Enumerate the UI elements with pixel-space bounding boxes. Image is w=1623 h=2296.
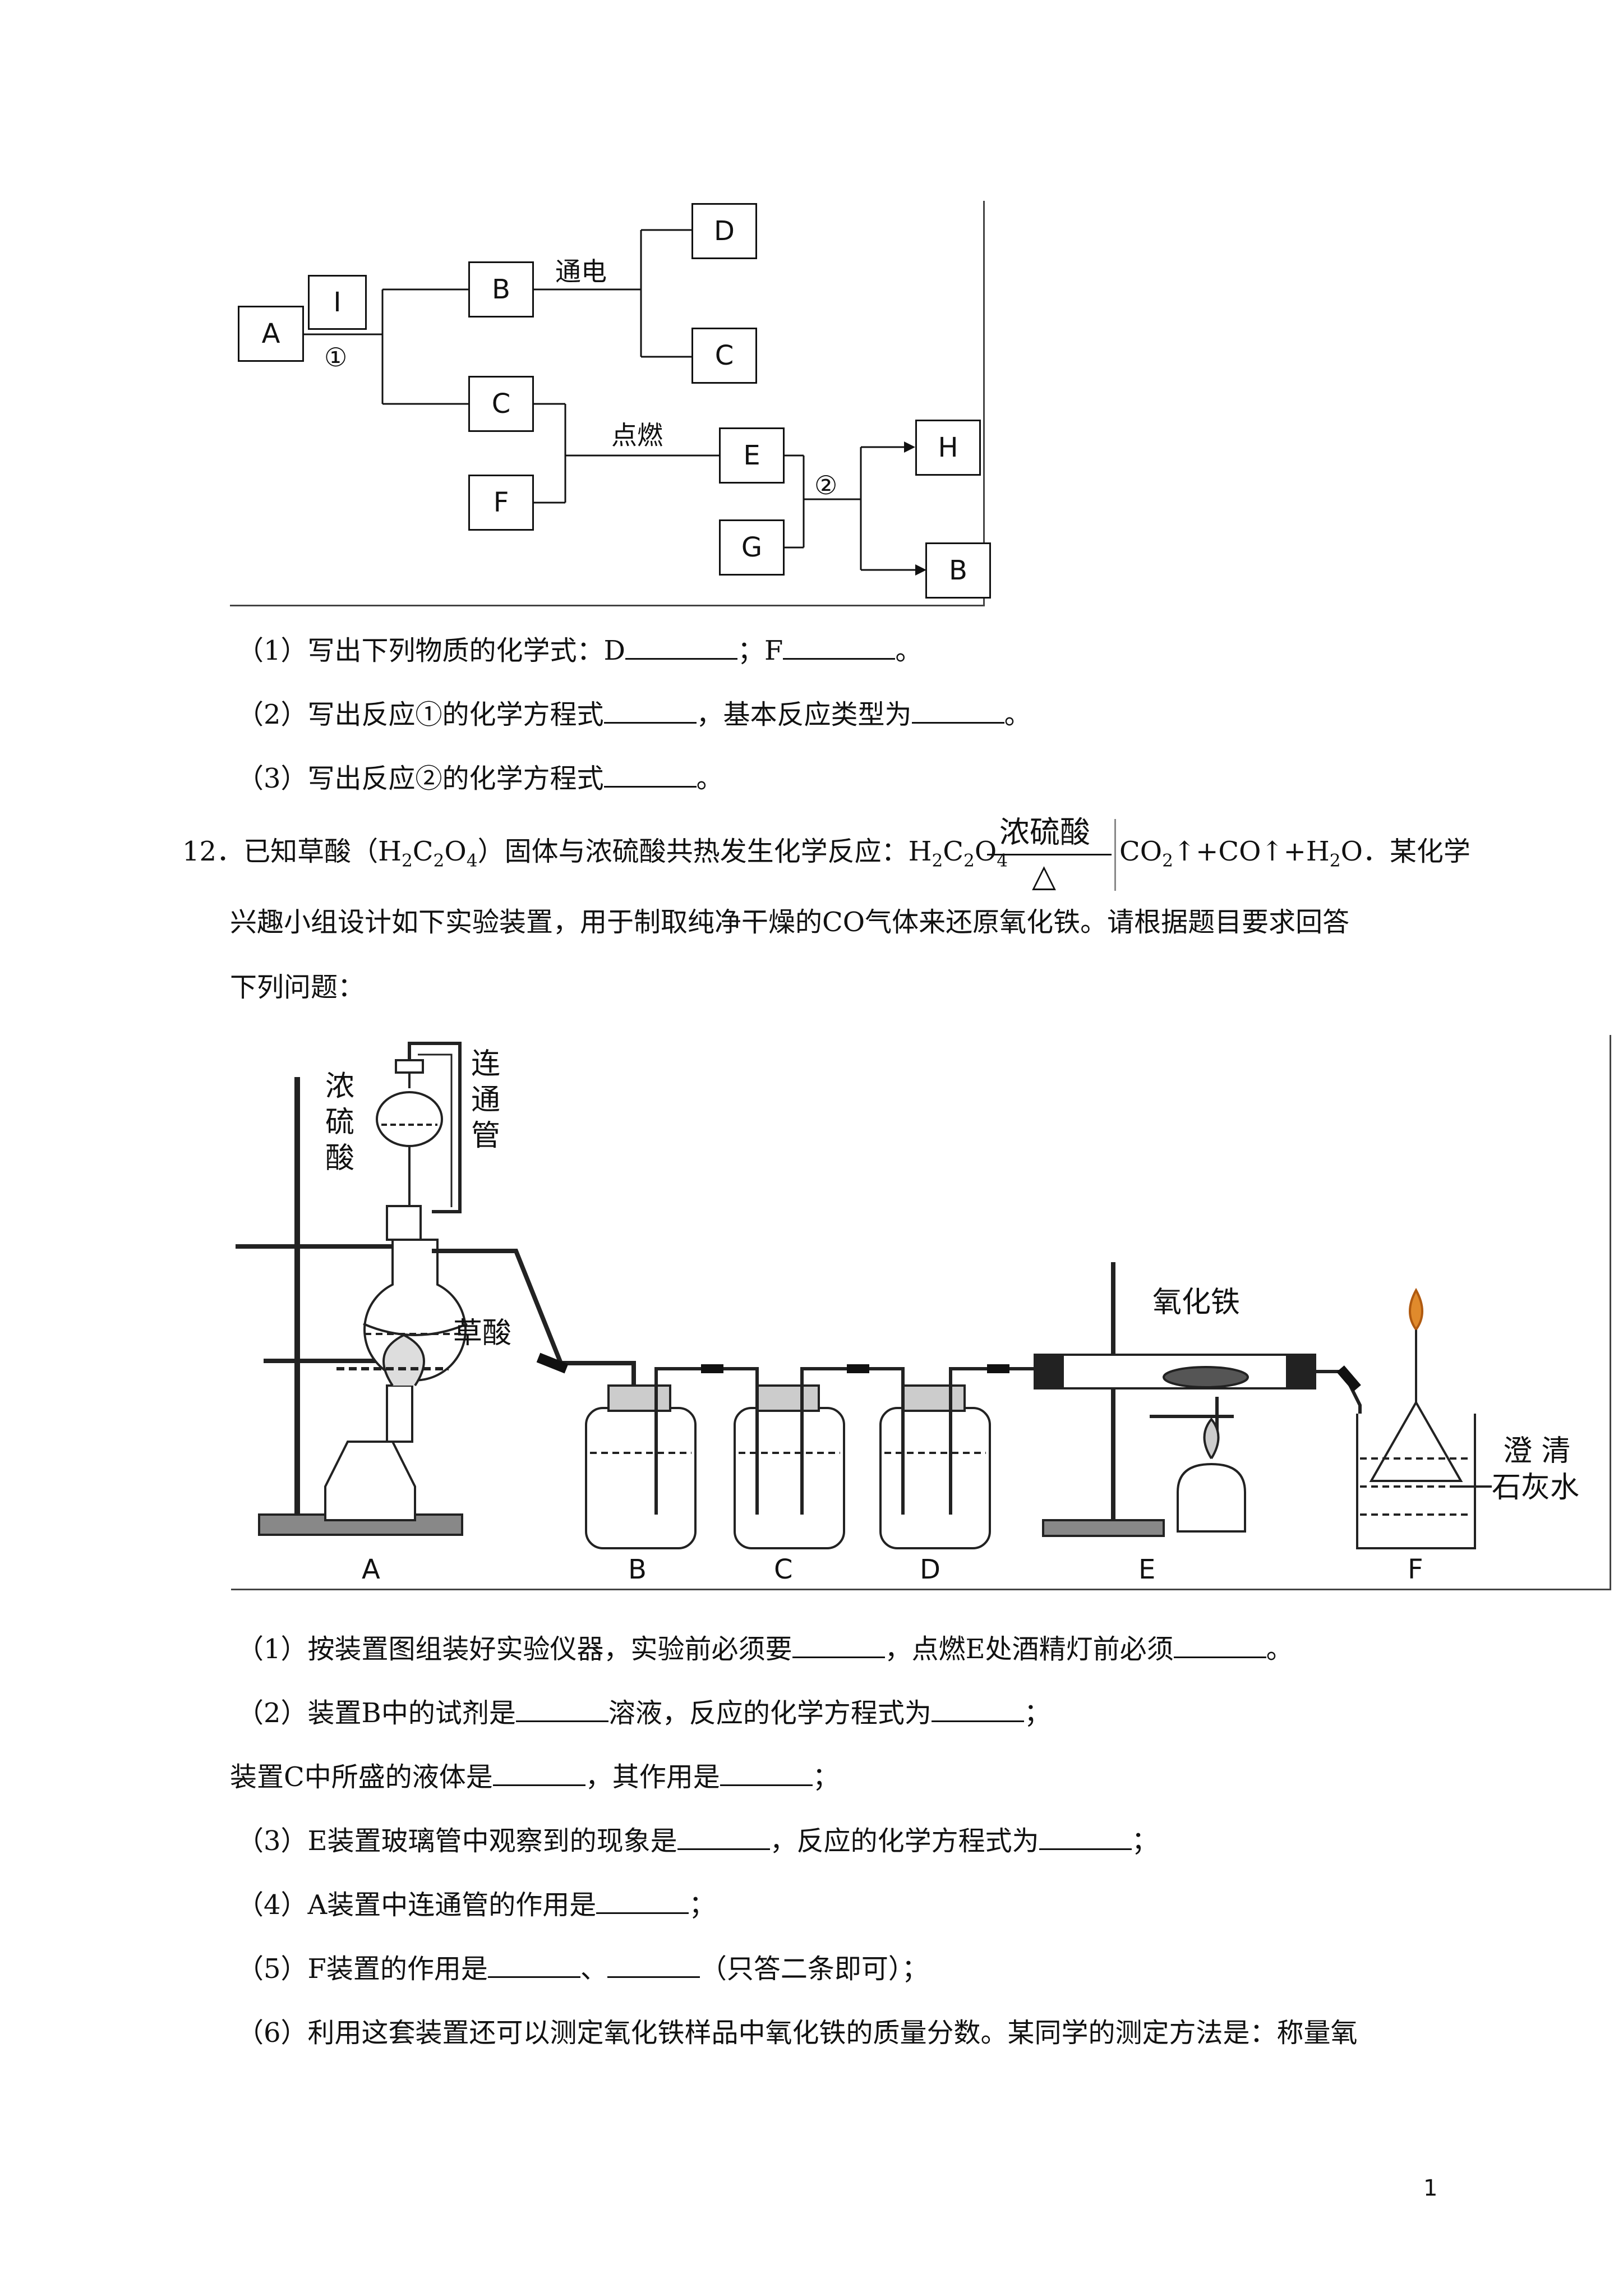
node-d: D: [691, 203, 757, 259]
q12-question-2: （2）装置B中的试剂是溶液，反应的化学方程式为；: [237, 1697, 1051, 1729]
q12-question-4: （4）A装置中连通管的作用是；: [237, 1889, 716, 1921]
node-c: C: [468, 376, 534, 432]
node-e: E: [719, 427, 785, 484]
label-limewater-bottom: 石灰水: [1492, 1471, 1580, 1504]
label-device-b: B: [628, 1554, 647, 1585]
node-i: I: [308, 275, 367, 330]
node-b: B: [468, 261, 534, 318]
label-oxalic-acid: 草酸: [453, 1317, 512, 1350]
flowchart-frame-right: [983, 201, 985, 606]
blank[interactable]: [603, 700, 697, 724]
label-device-c: C: [774, 1554, 793, 1585]
q12-products: CO2↑+CO↑+H2O．某化学: [1119, 836, 1470, 871]
blank[interactable]: [1173, 1634, 1266, 1658]
condition-top: 浓硫酸: [999, 815, 1090, 850]
blank[interactable]: [603, 763, 697, 788]
label-device-d: D: [920, 1554, 940, 1585]
label-iron-oxide: 氧化铁: [1152, 1286, 1241, 1319]
node-f: F: [468, 475, 534, 531]
q11-line-1: （1）写出下列物质的化学式：D；F。: [237, 635, 923, 666]
blank[interactable]: [720, 1762, 813, 1786]
label-limewater-top: 澄 清: [1503, 1434, 1571, 1468]
blank[interactable]: [625, 636, 738, 660]
label-conc-acid: 浓硫酸: [325, 1070, 355, 1175]
label-electrolysis: 通电: [555, 256, 607, 287]
figure-frame-bottom: [231, 1589, 1611, 1590]
condition-bottom: △: [1032, 858, 1057, 894]
q12-question-5: （5）F装置的作用是、（只答二条即可）；: [237, 1953, 929, 1985]
label-connector: 连通管: [471, 1047, 501, 1153]
node-h: H: [915, 420, 981, 476]
node-c-product: C: [691, 328, 757, 384]
blank[interactable]: [492, 1762, 585, 1786]
equation-bar: [1114, 819, 1116, 891]
node-g: G: [719, 519, 785, 576]
label-reaction-2: ②: [814, 470, 838, 500]
q12-question-2-cont: 装置C中所盛的液体是，其作用是；: [230, 1761, 840, 1793]
label-ignite: 点燃: [611, 420, 663, 450]
q11-line-3: （3）写出反应②的化学方程式。: [237, 763, 723, 794]
q12-question-1: （1）按装置图组装好实验仪器，实验前必须要，点燃E处酒精灯前必须。: [237, 1634, 1293, 1665]
blank[interactable]: [1039, 1826, 1132, 1850]
blank[interactable]: [487, 1954, 580, 1978]
label-device-e: E: [1138, 1554, 1156, 1585]
page-number: 1: [1423, 2175, 1438, 2201]
blank[interactable]: [515, 1698, 608, 1722]
blank[interactable]: [596, 1890, 689, 1914]
blank[interactable]: [677, 1826, 770, 1850]
q12-question-6: （6）利用这套装置还可以测定氧化铁样品中氧化铁的质量分数。某同学的测定方法是：称…: [237, 2017, 1358, 2049]
blank[interactable]: [931, 1698, 1024, 1722]
q12-intro-line-3: 下列问题：: [230, 972, 365, 1003]
q12-intro-line-2: 兴趣小组设计如下实验装置，用于制取纯净干燥的CO气体来还原氧化铁。请根据题目要求…: [230, 907, 1350, 938]
label-device-a: A: [362, 1554, 380, 1585]
q11-line-2: （2）写出反应①的化学方程式，基本反应类型为。: [237, 699, 1031, 730]
condition-bar: [987, 854, 1112, 855]
figure-frame-right: [1610, 1035, 1611, 1590]
blank[interactable]: [783, 636, 896, 660]
apparatus-drawing: [236, 1042, 1492, 1549]
blank[interactable]: [607, 1954, 700, 1978]
node-b-product: B: [925, 542, 991, 599]
node-a: A: [238, 306, 304, 362]
q12-intro-line-1: 12．已知草酸（H2C2O4）固体与浓硫酸共热发生化学反应：H2C2O4: [182, 836, 1008, 871]
reaction-condition: 浓硫酸 △: [987, 815, 1112, 894]
q12-question-3: （3）E装置玻璃管中观察到的现象是，反应的化学方程式为；: [237, 1825, 1159, 1857]
flowchart-frame-bottom: [230, 605, 985, 606]
blank[interactable]: [792, 1634, 885, 1658]
blank[interactable]: [911, 700, 1004, 724]
label-reaction-1: ①: [324, 342, 348, 372]
label-device-f: F: [1408, 1554, 1423, 1585]
